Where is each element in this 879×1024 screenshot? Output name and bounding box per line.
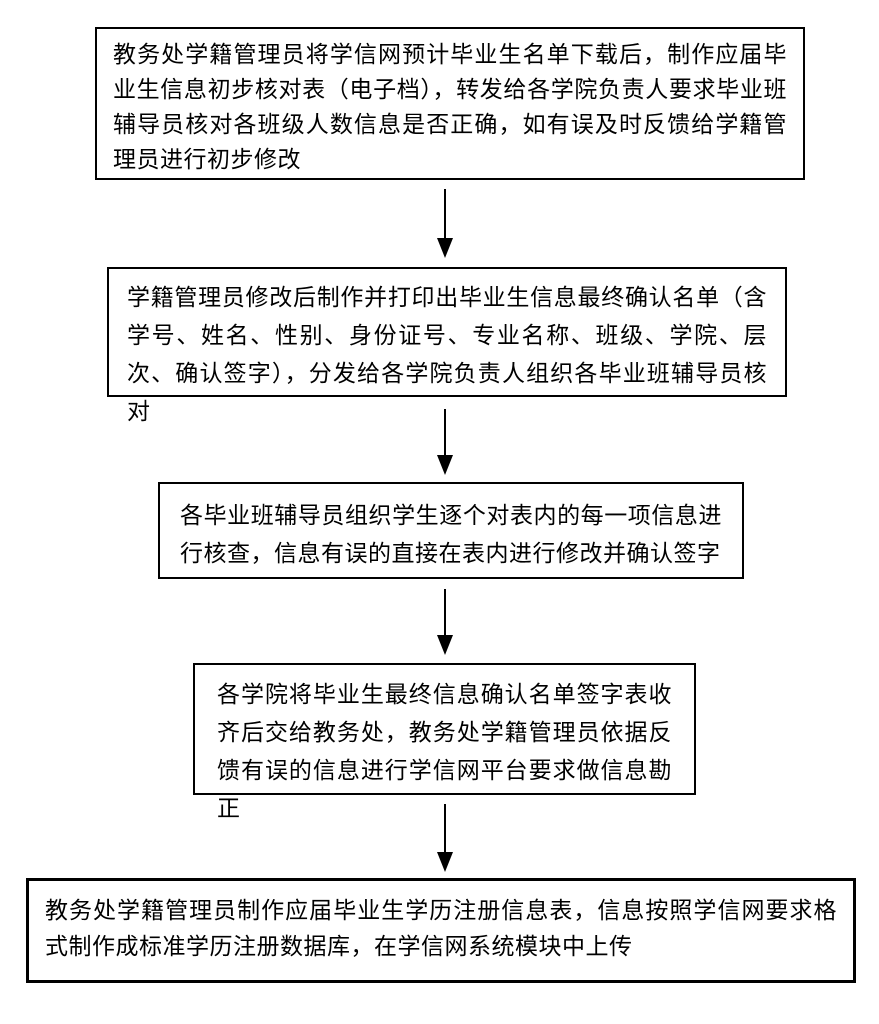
down-arrow-icon bbox=[437, 589, 453, 655]
arrow-line bbox=[444, 804, 446, 852]
down-arrow-icon bbox=[437, 409, 453, 475]
flow-step-1-text: 教务处学籍管理员将学信网预计毕业生名单下载后，制作应届毕业生信息初步核对表（电子… bbox=[113, 42, 787, 172]
down-arrow-icon bbox=[437, 804, 453, 872]
arrow-head bbox=[437, 455, 453, 475]
arrow-head bbox=[437, 635, 453, 655]
flow-step-4-text: 各学院将毕业生最终信息确认名单签字表收齐后交给教务处，教务处学籍管理员依据反馈有… bbox=[217, 682, 672, 821]
flow-step-2-text: 学籍管理员修改后制作并打印出毕业生信息最终确认名单（含学号、姓名、性别、身份证号… bbox=[127, 285, 767, 424]
flow-step-2-print-final-list: 学籍管理员修改后制作并打印出毕业生信息最终确认名单（含学号、姓名、性别、身份证号… bbox=[107, 267, 787, 424]
arrow-head bbox=[437, 852, 453, 872]
flow-step-5-upload-database: 教务处学籍管理员制作应届毕业生学历注册信息表，信息按照学信网要求格式制作成标准学… bbox=[26, 878, 856, 983]
down-arrow-icon bbox=[437, 189, 453, 258]
flow-step-3-text: 各毕业班辅导员组织学生逐个对表内的每一项信息进行核查，信息有误的直接在表内进行修… bbox=[180, 503, 722, 566]
arrow-line bbox=[444, 589, 446, 635]
flow-step-1-download-checklist: 教务处学籍管理员将学信网预计毕业生名单下载后，制作应届毕业生信息初步核对表（电子… bbox=[95, 27, 805, 180]
flow-step-3-student-verification: 各毕业班辅导员组织学生逐个对表内的每一项信息进行核查，信息有误的直接在表内进行修… bbox=[158, 482, 744, 579]
arrow-line bbox=[444, 189, 446, 238]
flow-step-4-collect-signed-sheets: 各学院将毕业生最终信息确认名单签字表收齐后交给教务处，教务处学籍管理员依据反馈有… bbox=[193, 663, 696, 821]
flow-step-5-text: 教务处学籍管理员制作应届毕业生学历注册信息表，信息按照学信网要求格式制作成标准学… bbox=[45, 898, 837, 959]
arrow-line bbox=[444, 409, 446, 455]
arrow-head bbox=[437, 238, 453, 258]
